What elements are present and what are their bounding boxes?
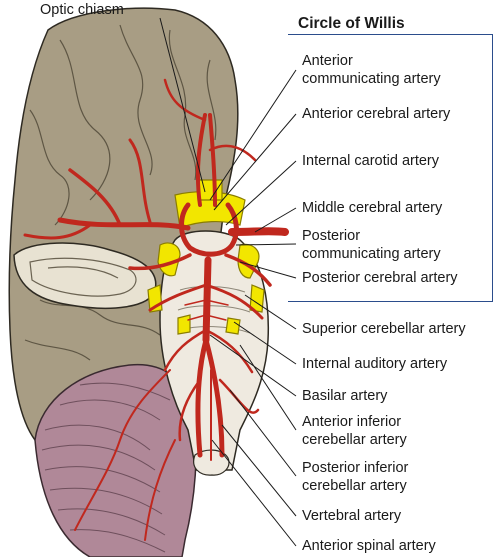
label-basilar: Basilar artery bbox=[302, 388, 388, 404]
label-posterior-cerebral: Posterior cerebral artery bbox=[302, 270, 458, 286]
label-vertebral: Vertebral artery bbox=[302, 508, 402, 524]
label-internal-carotid: Internal carotid artery bbox=[302, 153, 440, 169]
label-posterior-communicating-1: Posterior bbox=[302, 228, 361, 244]
label-anterior-communicating-2: communicating artery bbox=[302, 71, 441, 87]
label-pica-1: Posterior inferior bbox=[302, 460, 409, 476]
label-anterior-communicating-1: Anterior bbox=[302, 53, 353, 69]
label-aica-1: Anterior inferior bbox=[302, 414, 402, 430]
leader-lines bbox=[159, 17, 297, 547]
label-optic-chiasm: Optic chiasm bbox=[40, 2, 124, 18]
label-anterior-spinal: Anterior spinal artery bbox=[302, 538, 436, 554]
label-superior-cerebellar: Superior cerebellar artery bbox=[302, 321, 466, 337]
label-aica-2: cerebellar artery bbox=[302, 432, 407, 448]
label-internal-auditory: Internal auditory artery bbox=[302, 356, 448, 372]
box-title: Circle of Willis bbox=[298, 15, 405, 32]
label-posterior-communicating-2: communicating artery bbox=[302, 246, 441, 262]
arteries bbox=[23, 78, 289, 541]
circle-of-willis-box bbox=[288, 34, 493, 302]
label-middle-cerebral: Middle cerebral artery bbox=[302, 200, 443, 216]
cranial-nerves bbox=[147, 191, 265, 335]
label-pica-2: cerebellar artery bbox=[302, 478, 407, 494]
label-anterior-cerebral: Anterior cerebral artery bbox=[302, 106, 451, 122]
